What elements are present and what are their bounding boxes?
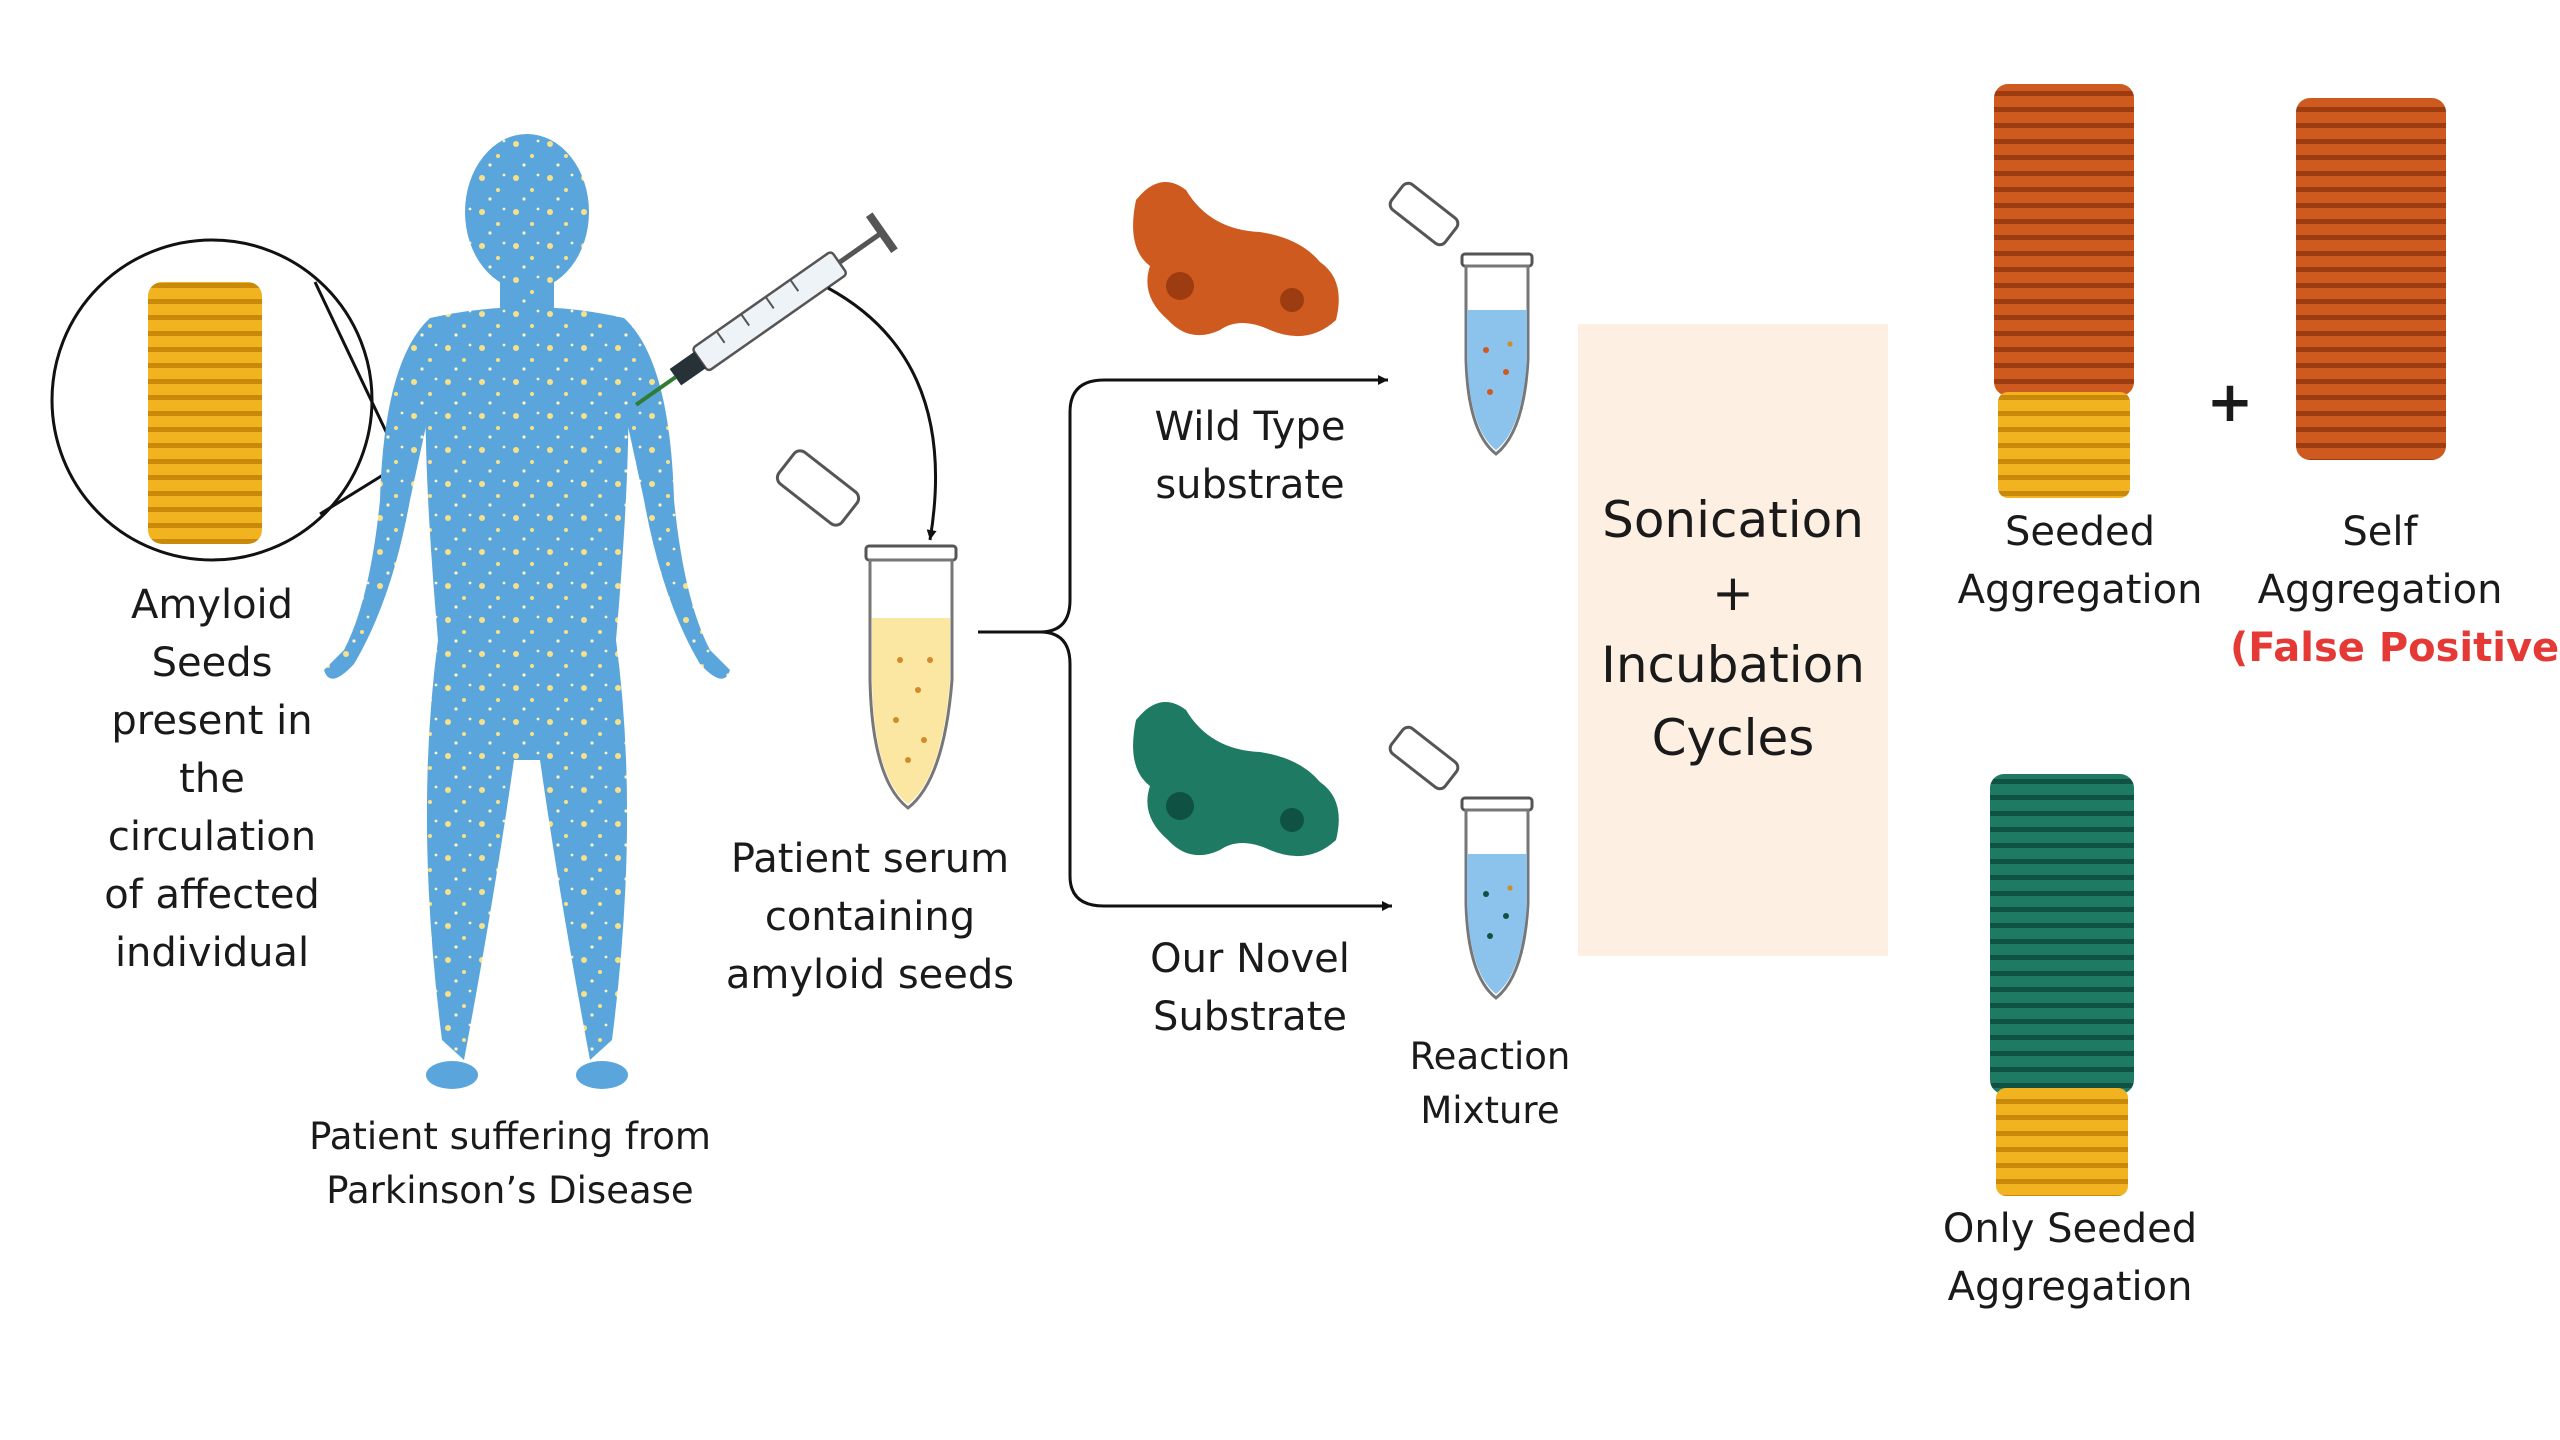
serum-tube-icon [775,449,958,810]
branch-connector-lower [1039,630,1392,911]
magnified-seed-fibril [50,238,415,562]
syringe-icon [634,212,898,407]
human-body-icon [324,134,730,1089]
wild-type-protein-icon [1133,182,1339,337]
process-box [1578,324,1888,956]
only-seeded-fibril-icon [1990,774,2134,1196]
false-positive-label: (False Positive) [2230,625,2560,671]
reaction-tube-lower-icon [1388,725,1534,1000]
self-fibril-icon [2296,98,2446,460]
process-label: Sonication + Incubation Cycles [1601,491,1865,767]
reaction-tube-upper-icon [1388,181,1534,456]
novel-protein-icon [1133,702,1339,857]
seeded-fibril-icon [1994,84,2134,498]
curved-arrow [827,286,937,541]
branch-connector [978,375,1388,634]
plus-sign: + [2206,370,2254,435]
